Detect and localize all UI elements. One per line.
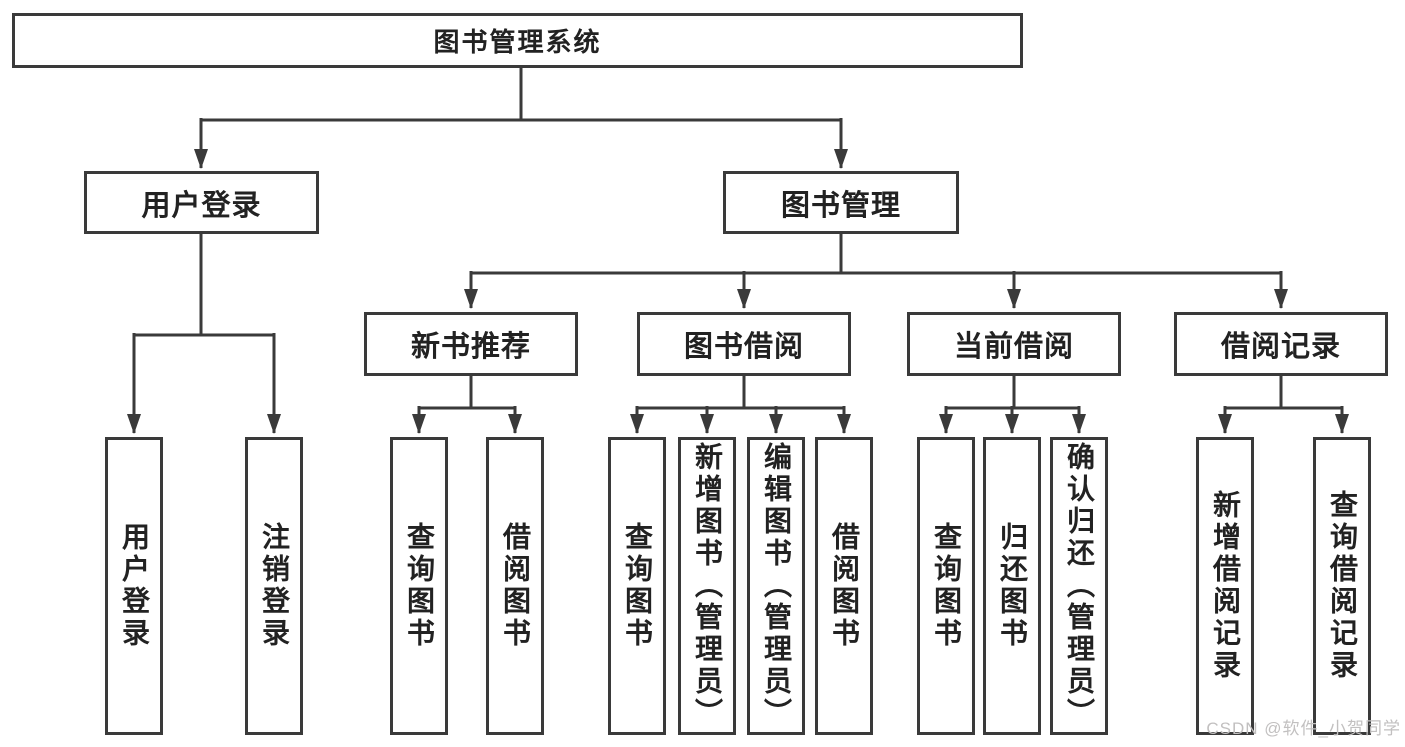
node-current-borrowing: 当前借阅: [907, 312, 1121, 376]
connector-new-book-recommendation-children: [412, 376, 522, 434]
leaf-user-login: 用户登录: [105, 437, 163, 735]
leaf-query-books-current: 查询图书: [917, 437, 975, 735]
leaf-confirm-return-admin: 确认归还（管理员）: [1050, 437, 1108, 735]
watermark-text: CSDN @软件_小贺同学: [1206, 719, 1401, 738]
node-user-login: 用户登录: [84, 171, 319, 234]
leaf-logout-login: 注销登录: [245, 437, 303, 735]
connector-book-management-children: [464, 234, 1288, 309]
leaf-query-borrow-record: 查询借阅记录: [1313, 437, 1371, 735]
connector-user-login-children: [127, 234, 281, 434]
node-borrowing-records: 借阅记录: [1174, 312, 1388, 376]
connector-line: [946, 376, 1079, 410]
connector-line: [471, 234, 1281, 275]
leaf-return-books: 归还图书: [983, 437, 1041, 735]
leaf-add-borrow-record: 新增借阅记录: [1196, 437, 1254, 735]
leaf-borrow-books: 借阅图书: [815, 437, 873, 735]
node-book-management: 图书管理: [723, 171, 959, 234]
connector-current-borrowing-children: [939, 376, 1086, 434]
leaf-query-books-recommend: 查询图书: [390, 437, 448, 735]
connector-line: [201, 68, 841, 122]
leaf-add-books-admin: 新增图书（管理员）: [678, 437, 736, 735]
node-book-borrowing: 图书借阅: [637, 312, 851, 376]
connector-line: [419, 376, 515, 410]
connector-borrowing-records-children: [1218, 376, 1349, 434]
leaf-query-books-borrow: 查询图书: [608, 437, 666, 735]
connector-line: [134, 234, 274, 337]
node-new-book-recommendation: 新书推荐: [364, 312, 578, 376]
connector-line: [1225, 376, 1342, 410]
leaf-edit-books-admin: 编辑图书（管理员）: [747, 437, 805, 735]
connector-line: [637, 376, 844, 410]
leaf-borrow-books-recommend: 借阅图书: [486, 437, 544, 735]
connector-root-to-level2: [194, 68, 848, 169]
node-library-management-system: 图书管理系统: [12, 13, 1023, 68]
connector-book-borrowing-children: [630, 376, 851, 434]
